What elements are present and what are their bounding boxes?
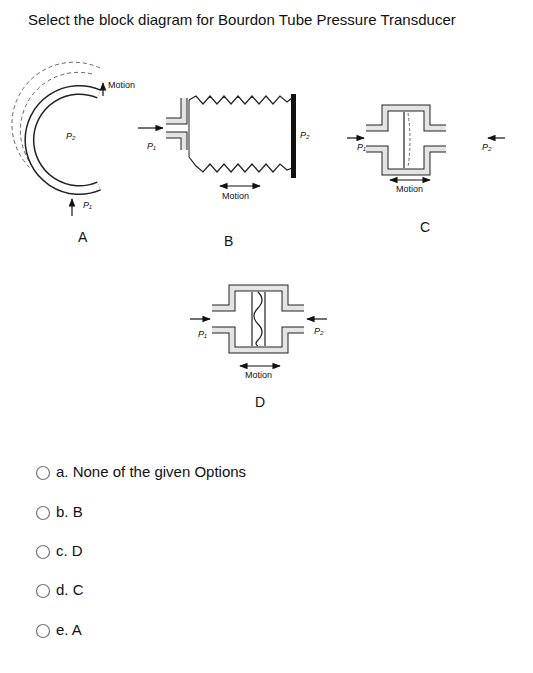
motion-label: Motion [222,191,249,201]
pressure-label: P₂ [300,130,309,140]
pressure-label: P₂ [314,326,323,336]
bellows [138,94,296,186]
motion-label: Motion [108,80,135,90]
pressure-label: P₁ [198,329,207,339]
motion-label: Motion [396,184,423,194]
answer-option: c. D [56,542,83,559]
pressure-label: P₂ [66,131,75,141]
radio-buttons [37,467,50,638]
pressure-label: P₂ [482,142,491,152]
figure-letter: C [420,219,430,235]
figure-letter: A [78,229,87,245]
pressure-label: P₁ [147,141,156,151]
answer-option: a. None of the given Options [56,463,246,480]
pressure-label: P₁ [357,142,366,152]
question-title: Select the block diagram for Bourdon Tub… [28,11,456,28]
figure-letter: D [255,394,265,410]
flat-diaphragm [347,108,505,180]
answer-option: e. A [56,621,82,638]
motion-label: Motion [245,370,272,380]
answer-option: d. C [56,581,84,598]
bourdon-tube [12,62,103,216]
pressure-label: P₁ [83,200,92,210]
figure-letter: B [224,233,233,249]
corrugated-diaphragm [190,288,327,366]
answer-option: b. B [56,503,83,520]
